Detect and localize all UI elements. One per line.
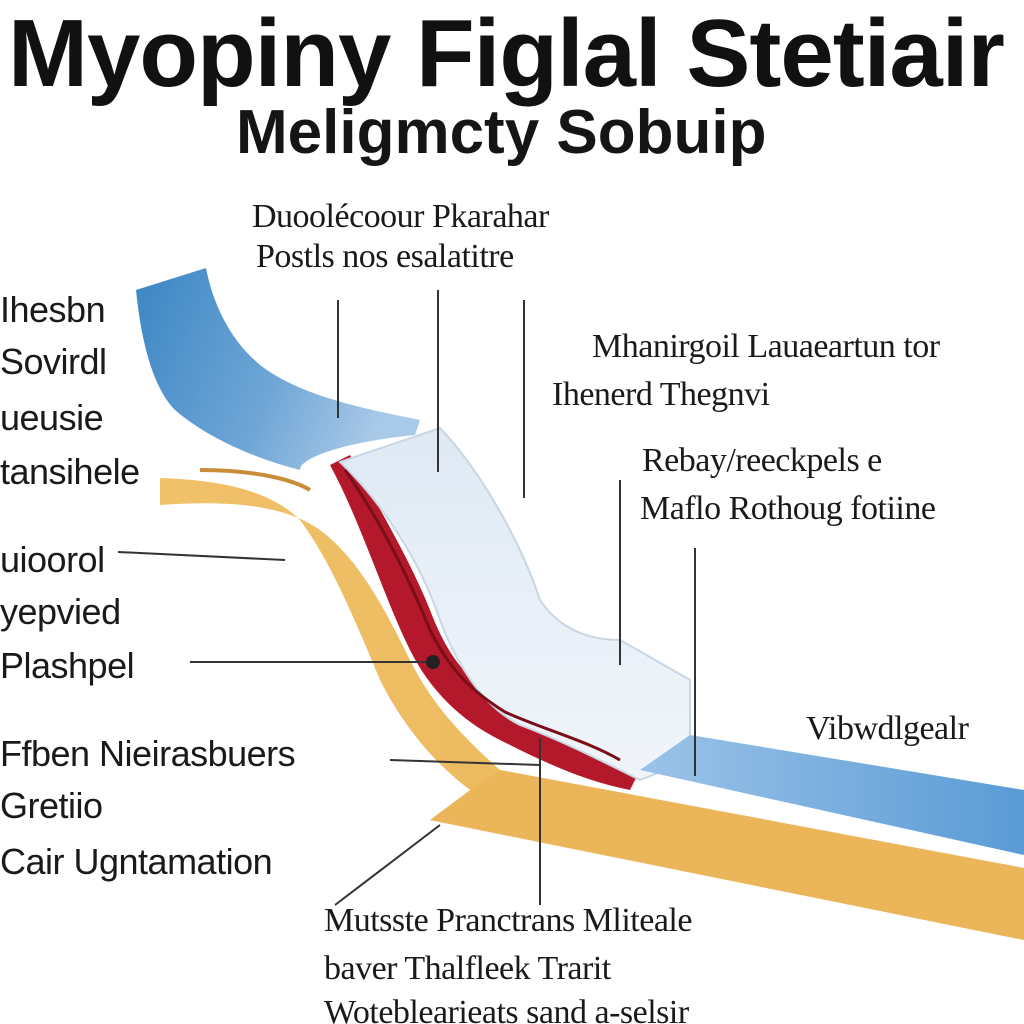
label-left-mid-3: Plashpel <box>0 645 135 686</box>
label-left-3: ueusie <box>0 397 104 438</box>
blue-band-right <box>640 735 1024 855</box>
label-left-bottom-3: Cair Ugntamation <box>0 841 273 882</box>
yellow-layer-lower <box>430 770 1024 940</box>
label-top-center-2: Postls nos esalatitre <box>256 238 514 275</box>
red-edge <box>343 469 621 762</box>
label-left-1: Ihesbn <box>0 289 106 330</box>
label-right-mid-2: Maflo Rothoug fotiine <box>640 490 936 527</box>
blue-band-upper <box>136 268 420 470</box>
label-right-top-2: Ihenerd Thegnvi <box>552 376 770 413</box>
yellow-accent-left <box>199 468 312 492</box>
pointer-dot <box>426 655 440 669</box>
label-left-2: Sovirdl <box>0 341 107 382</box>
label-bottom-2: baver Thalfleek Trarit <box>324 950 611 987</box>
label-bottom-1: Mutsste Pranctrans Mliteale <box>324 902 692 939</box>
diagram-title: Myopiny Figlal Stetiair <box>8 0 1005 107</box>
label-left-mid-1: uioorol <box>0 539 105 580</box>
label-right-low-1: Vibwdlgealr <box>806 710 969 747</box>
pale-block <box>338 426 691 782</box>
label-left-bottom-1: Ffben Nieirasbuers <box>0 733 296 774</box>
label-bottom-3: Woteblearieats sand a-selsir <box>324 994 689 1024</box>
label-left-4: tansihele <box>0 451 140 492</box>
leader-lines <box>117 290 696 906</box>
label-left-mid-2: yepvied <box>0 591 121 632</box>
label-left-bottom-2: Gretiio <box>0 785 103 826</box>
label-top-center-1: Duoolécoour Pkarahar <box>252 198 549 235</box>
diagram-subtitle: Meligmcty Sobuip <box>236 98 767 167</box>
label-right-top-1: Mhanirgoil Lauaeartun tor <box>592 328 940 365</box>
label-right-mid-1: Rebay/reeckpels e <box>642 442 882 479</box>
